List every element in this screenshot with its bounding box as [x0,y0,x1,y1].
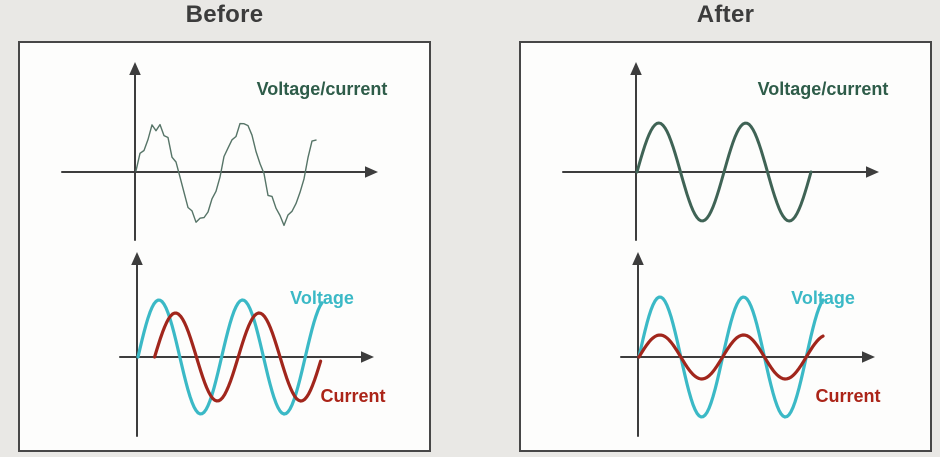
distorted-voltage-current-wave [135,122,317,227]
voltage-wave [136,298,324,416]
before-plot-svg: Voltage/current Voltage Current [61,62,388,437]
voltage-current-label: Voltage/current [758,79,889,99]
x-axis-arrow-icon [365,166,378,178]
voltage-wave [637,295,825,419]
before-bottom-plot: Voltage Current [119,252,386,437]
clean-voltage-current-wave [635,121,813,223]
after-title: After [696,1,755,28]
y-axis-arrow-icon [131,252,143,265]
after-panel: Voltage/current Voltage Current [519,41,932,452]
x-axis-arrow-icon [866,166,879,178]
current-wave [153,311,323,403]
before-panel: Voltage/current Voltage Current [18,41,431,452]
after-top-plot: Voltage/current [562,62,889,241]
before-title: Before [185,1,264,28]
after-bottom-plot: Voltage Current [620,252,881,437]
y-axis-arrow-icon [630,62,642,75]
y-axis-arrow-icon [129,62,141,75]
voltage-label: Voltage [791,288,855,308]
before-top-plot: Voltage/current [61,62,388,241]
x-axis-arrow-icon [862,351,875,363]
voltage-current-label: Voltage/current [257,79,388,99]
x-axis-arrow-icon [361,351,374,363]
after-plot-svg: Voltage/current Voltage Current [562,62,889,437]
current-wave [637,333,825,381]
y-axis-arrow-icon [632,252,644,265]
voltage-label: Voltage [290,288,354,308]
current-label: Current [815,386,880,406]
current-label: Current [320,386,385,406]
